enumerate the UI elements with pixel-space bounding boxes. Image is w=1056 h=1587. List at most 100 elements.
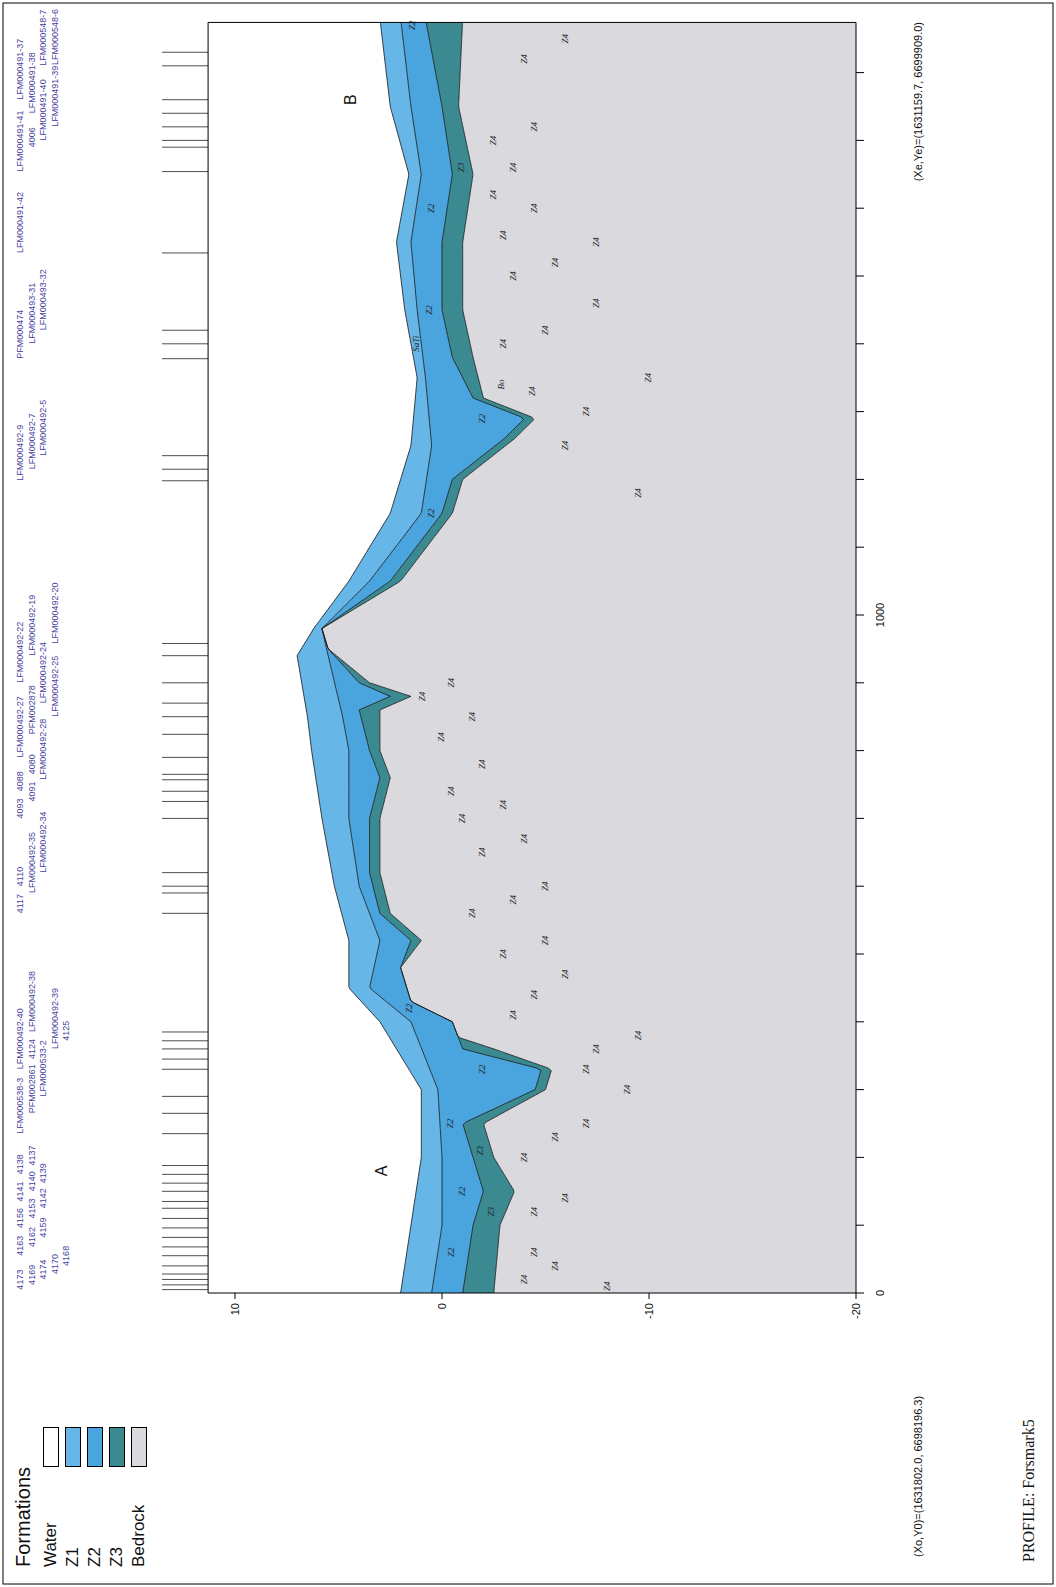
borehole-tick [162,913,208,914]
soil-layer-code: Z4 [418,692,428,702]
soil-layer-code: Z4 [499,800,509,810]
soil-layer-code: Z4 [561,970,571,980]
soil-layer-code: Z4 [468,712,478,722]
borehole-tick [162,1274,208,1275]
borehole-tick [162,1031,208,1032]
y-tick [856,1293,857,1299]
soil-layer-code: Z4 [634,488,644,498]
soil-layer-code: Z4 [634,1031,644,1041]
soil-layer-code: Z2 [478,414,488,424]
borehole-id: PFM002878 [28,685,38,734]
x-tick [856,1021,864,1022]
borehole-id: LFM000538-3 [16,1078,26,1134]
coordinate-note: (Xe,Ye)=(1631159.7, 6699909.0) [912,22,924,181]
soil-layer-code: Z4 [468,909,478,919]
borehole-id: LFM000492-38 [28,971,38,1032]
soil-layer-code: Z2 [425,305,435,315]
legend-label: Z1 [64,1547,83,1567]
borehole-id: LFM000548-7 [39,10,49,66]
x-tick [856,276,864,277]
borehole-id: LFM000492-7 [28,413,38,469]
soil-layer-code: Z4 [582,1119,592,1129]
borehole-id: 4159 [39,1217,49,1237]
soil-layer-code: Z2 [458,1187,468,1197]
y-tick [235,1293,236,1299]
borehole-id: 4110 [16,867,26,886]
borehole-tick [162,872,208,873]
soil-layer-code: Z2 [408,20,418,30]
y-tick [649,1293,650,1299]
borehole-tick [162,358,208,359]
soil-layer-code: Z4 [528,387,538,397]
borehole-tick [162,52,208,53]
borehole-tick [162,1246,208,1247]
x-tick [856,411,864,412]
borehole-id: 4153 [28,1198,38,1218]
borehole-id: LFM000491-41 [16,111,26,172]
soil-layer-code: Z2 [447,1248,457,1258]
borehole-tick [162,469,208,470]
borehole-id: 4091 [28,781,38,801]
borehole-id: 4141 [16,1181,26,1201]
soil-layer-code: Z4 [499,949,509,959]
borehole-id: LFM000493-32 [39,269,49,330]
profile-end-letter: A [373,1166,391,1177]
soil-layer-code: Z4 [551,258,561,268]
borehole-id: 4093 [16,798,26,818]
soil-layer-code: Z2 [427,509,437,519]
borehole-tick [162,1237,208,1238]
right-axis [208,22,856,23]
borehole-tick [162,1289,208,1290]
soil-layer-code: Z4 [509,1010,519,1020]
bottom-axis [856,22,857,1293]
borehole-id: LFM000492-34 [39,812,49,873]
soil-layer-code: SaTi [412,336,422,352]
borehole-tick [162,330,208,331]
x-tick [856,615,864,616]
borehole-tick [162,252,208,253]
x-tick-label: 0 [874,1290,886,1296]
borehole-tick [162,1183,208,1184]
x-tick [856,818,864,819]
borehole-id: LFM000492-27 [16,696,26,757]
borehole-id: PFM000474 [16,310,26,359]
borehole-tick [162,1096,208,1097]
borehole-tick [162,1227,208,1228]
borehole-tick [162,682,208,683]
borehole-tick [162,1208,208,1209]
borehole-id: LFM000533-2 [39,1040,49,1096]
borehole-markers [162,52,208,1289]
soil-layer-code: Z4 [520,1153,530,1163]
borehole-tick [162,801,208,802]
borehole-id: 4140 [28,1171,38,1191]
x-tick [856,343,864,344]
borehole-id: LFM000492-9 [16,425,26,481]
soil-layer-code: Z4 [530,1248,540,1258]
borehole-id: 4125 [62,1021,72,1041]
soil-layer-code: Z4 [447,678,457,688]
borehole-id: LFM000492-22 [16,622,26,683]
borehole-id: LFM000491-39 [51,66,61,127]
soil-layer-code: Z3 [487,1207,497,1217]
soil-layer-code: Z4 [541,936,551,946]
borehole-tick [162,65,208,66]
borehole-id: 4173 [16,1270,26,1290]
soil-layer-code: Z3 [476,1146,486,1156]
soil-layer-code: Z4 [582,407,592,417]
x-tick [856,1089,864,1090]
borehole-id: LFM000491-40 [39,79,49,140]
soil-layer-code: Z4 [509,271,519,281]
borehole-id: 4168 [62,1246,72,1266]
legend-swatch [43,1427,59,1467]
legend-label: Bedrock [130,1505,149,1567]
borehole-tick [162,1069,208,1070]
soil-layer-code: Z4 [541,881,551,891]
soil-layer-code: Z4 [520,1275,530,1285]
x-tick [856,954,864,955]
borehole-tick [162,343,208,344]
soil-layer-code: Z4 [520,54,530,64]
soil-layer-code: Z4 [447,787,457,797]
soil-layer-code: Z4 [623,1085,633,1095]
axes [208,22,864,1299]
